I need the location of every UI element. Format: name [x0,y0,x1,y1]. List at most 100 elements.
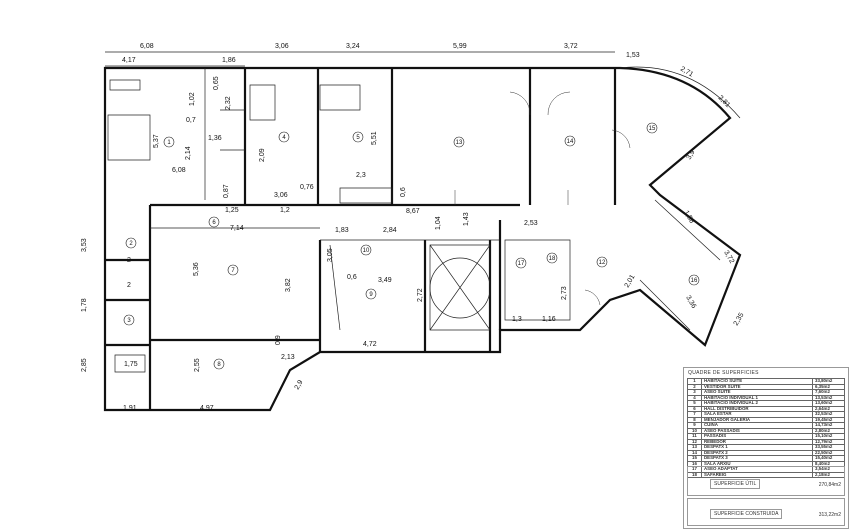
room-number: 4 [278,131,290,143]
room-number-label: 10 [363,248,370,254]
dimension-label: 1,2 [280,207,290,214]
built-surface-label: SUPERFICIE CONSTRUIDA [710,509,783,519]
room-number-label: 16 [691,278,698,284]
room-number: 5 [352,131,364,143]
room-number-label: 4 [282,135,286,141]
room-number-label: 13 [456,140,463,146]
room-number: 1 [163,136,175,148]
dimension-label: 6,08 [172,167,186,174]
room-area-cell: 7,60m2 [812,389,845,396]
room-number-label: 5 [356,135,360,141]
room-number: 2 [125,237,137,249]
dimension-label: 1,83 [335,227,349,234]
dimension-label: 1,58 [682,210,695,225]
dimension-label: 0,87 [223,184,230,198]
dimension-label: 3,82 [285,278,292,292]
room-number-label: 12 [599,260,606,266]
dimension-label: 1,53 [626,52,640,59]
dimension-label: 3,72 [564,43,578,50]
room-number: 14 [564,135,576,147]
walls [103,66,742,412]
dimension-label: 4,97 [200,405,214,412]
room-area-cell: 33,55m2 [812,444,845,451]
thin-lines [105,51,741,373]
dimension-label: 1,25 [225,207,239,214]
room-area-cell: 15,40m2 [812,455,845,462]
room-number-label: 1 [167,140,171,146]
dimension-label: 0,76 [300,184,314,191]
dimension-label: 1,16 [542,316,556,323]
dimension-label: 8,67 [406,208,420,215]
room-number: 12 [596,256,608,268]
dimension-label: 3,9 [686,149,697,161]
room-number-circle [352,131,364,143]
room-number-circle [453,136,465,148]
dimension-label: 3,49 [378,277,392,284]
room-area-cell: 19,45m2 [812,416,845,423]
dimension-label: 1,02 [189,92,196,106]
built-surface-value: 313,22m2 [818,512,841,518]
dimension-label: 0,6 [347,274,357,281]
dimension-label: 3,53 [81,238,88,252]
room-number-circle [515,257,527,269]
dimension-label: 6,08 [140,43,154,50]
dimension-label: 1,3 [512,316,522,323]
dimension-label: 2,72 [417,288,424,302]
dimension-label: 1,43 [463,212,470,226]
room-area-cell: 13,53m2 [812,394,845,401]
room-number: 8 [213,358,225,370]
dimension-label: 0,9 [275,335,282,345]
room-area-cell: 12,79m2 [812,438,845,445]
dimension-label: 2,09 [259,148,266,162]
room-number-label: 3 [127,318,131,324]
useful-surface: SUPERFICIE ÚTIL 270,84m2 [687,466,845,496]
room-area-cell: 6,35m2 [812,383,845,390]
built-surface: SUPERFICIE CONSTRUIDA 313,22m2 [687,498,845,526]
dimension-label: 1,91 [123,405,137,412]
room-area-cell: 13,60m2 [812,400,845,407]
room-number: 9 [365,288,377,300]
room-number-label: 8 [217,362,221,368]
room-number: 3 [123,314,135,326]
dimension-label: 3,06 [275,43,289,50]
table-title: QUADRE DE SUPERFICIES [688,370,759,376]
dimension-label: 5,99 [453,43,467,50]
dimension-label: 0,65 [213,76,220,90]
room-area-cell: 2,64m2 [812,405,845,412]
room-number-circle [213,358,225,370]
room-number-circle [278,131,290,143]
dimension-label: 2,55 [194,358,201,372]
dimension-label: 2,32 [225,96,232,110]
room-number-circle [546,252,558,264]
dimension-label: 3,36 [684,295,697,310]
room-number: 18 [546,252,558,264]
room-number: 10 [360,244,372,256]
room-number: 6 [208,216,220,228]
room-number-label: 9 [369,292,373,298]
dimension-label: 3,24 [346,43,360,50]
room-number-circle [125,237,137,249]
dimension-label: 1,86 [222,57,236,64]
useful-surface-label: SUPERFICIE ÚTIL [710,479,761,489]
dimension-label: 2,73 [561,286,568,300]
dimension-label: 2,35 [733,312,746,327]
room-number: 17 [515,257,527,269]
dimension-label: 2,53 [524,220,538,227]
room-number-circle [365,288,377,300]
dimension-label: 2,01 [624,274,637,289]
dimension-label: 5,36 [193,262,200,276]
room-number-circle [208,216,220,228]
